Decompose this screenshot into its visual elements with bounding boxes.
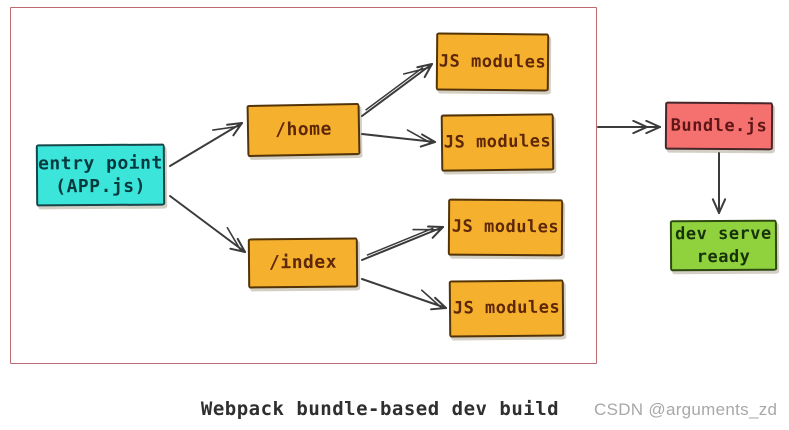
- node-js-modules-1: JS modules: [435, 32, 550, 92]
- node-js-modules-4: JS modules: [448, 279, 565, 338]
- node-route-home: /home: [246, 103, 361, 157]
- node-bundle-js: Bundle.js: [664, 101, 774, 151]
- watermark: CSDN @arguments_zd: [594, 400, 778, 419]
- diagram-frame: [10, 7, 597, 364]
- node-js-modules-2: JS modules: [440, 113, 555, 172]
- node-entry-point: entry point (APP.js): [35, 143, 166, 207]
- node-js-modules-3: JS modules: [447, 198, 564, 257]
- diagram-caption: Webpack bundle-based dev build: [200, 398, 560, 420]
- node-route-index: /index: [247, 237, 359, 289]
- node-dev-serve-ready: dev serve ready: [669, 219, 778, 272]
